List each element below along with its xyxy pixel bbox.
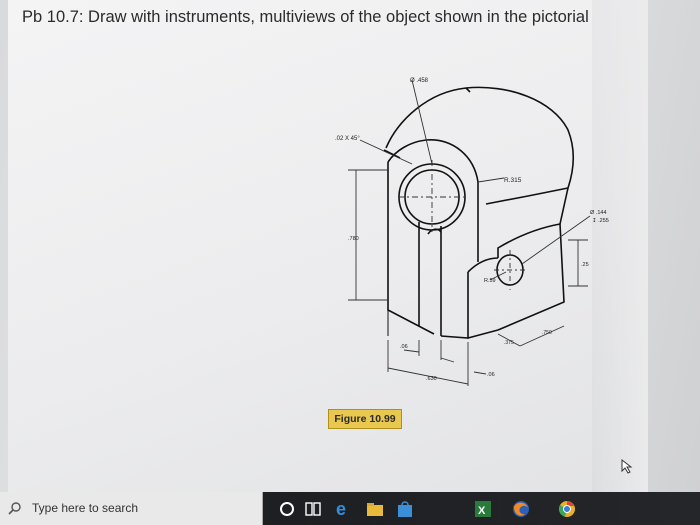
search-icon bbox=[8, 502, 21, 515]
dim-radius-top: R.315 bbox=[504, 177, 522, 184]
slide-page: Pb 10.7: Draw with instruments, multivie… bbox=[8, 0, 648, 492]
dim-slot-width-2: .06 bbox=[487, 372, 495, 378]
slide-title: Pb 10.7: Draw with instruments, multivie… bbox=[22, 8, 589, 26]
svg-text:e: e bbox=[336, 499, 346, 519]
chrome-icon[interactable] bbox=[556, 498, 578, 520]
dim-hole-diameter: Ø .458 bbox=[410, 78, 429, 84]
dim-depth-1: .375 bbox=[504, 340, 514, 346]
svg-text:X: X bbox=[478, 505, 486, 517]
screen-glare bbox=[592, 0, 648, 492]
technical-drawing: Ø .458 .02 X 45° R.315 Ø .144 ↧ .255 .78… bbox=[335, 78, 609, 386]
firefox-icon[interactable] bbox=[510, 498, 532, 520]
task-view-icon[interactable] bbox=[302, 498, 324, 520]
taskbar-search-box[interactable]: Type here to search bbox=[0, 492, 263, 525]
dim-chamfer: .02 X 45° bbox=[335, 136, 360, 142]
taskbar: Type here to search e X bbox=[0, 492, 700, 525]
dim-height: .780 bbox=[348, 236, 359, 242]
file-explorer-icon[interactable] bbox=[364, 498, 386, 520]
cortana-icon[interactable] bbox=[276, 498, 298, 520]
dim-slot-width: .06 bbox=[400, 344, 408, 350]
dim-counterbore-2: ↧ .255 bbox=[592, 217, 609, 224]
dim-depth-2: .750 bbox=[542, 330, 552, 336]
edge-icon[interactable]: e bbox=[332, 498, 354, 520]
figure-label: Figure 10.99 bbox=[328, 409, 402, 429]
excel-icon[interactable]: X bbox=[472, 498, 494, 520]
store-icon[interactable] bbox=[394, 498, 416, 520]
dim-side-offset: .25 bbox=[581, 262, 589, 268]
dim-base-width: .630 bbox=[426, 376, 437, 382]
search-placeholder: Type here to search bbox=[32, 501, 139, 515]
dim-radius-small: R.59 bbox=[484, 278, 496, 284]
mouse-cursor-icon bbox=[621, 458, 633, 474]
dim-counterbore-1: Ø .144 bbox=[590, 210, 607, 216]
